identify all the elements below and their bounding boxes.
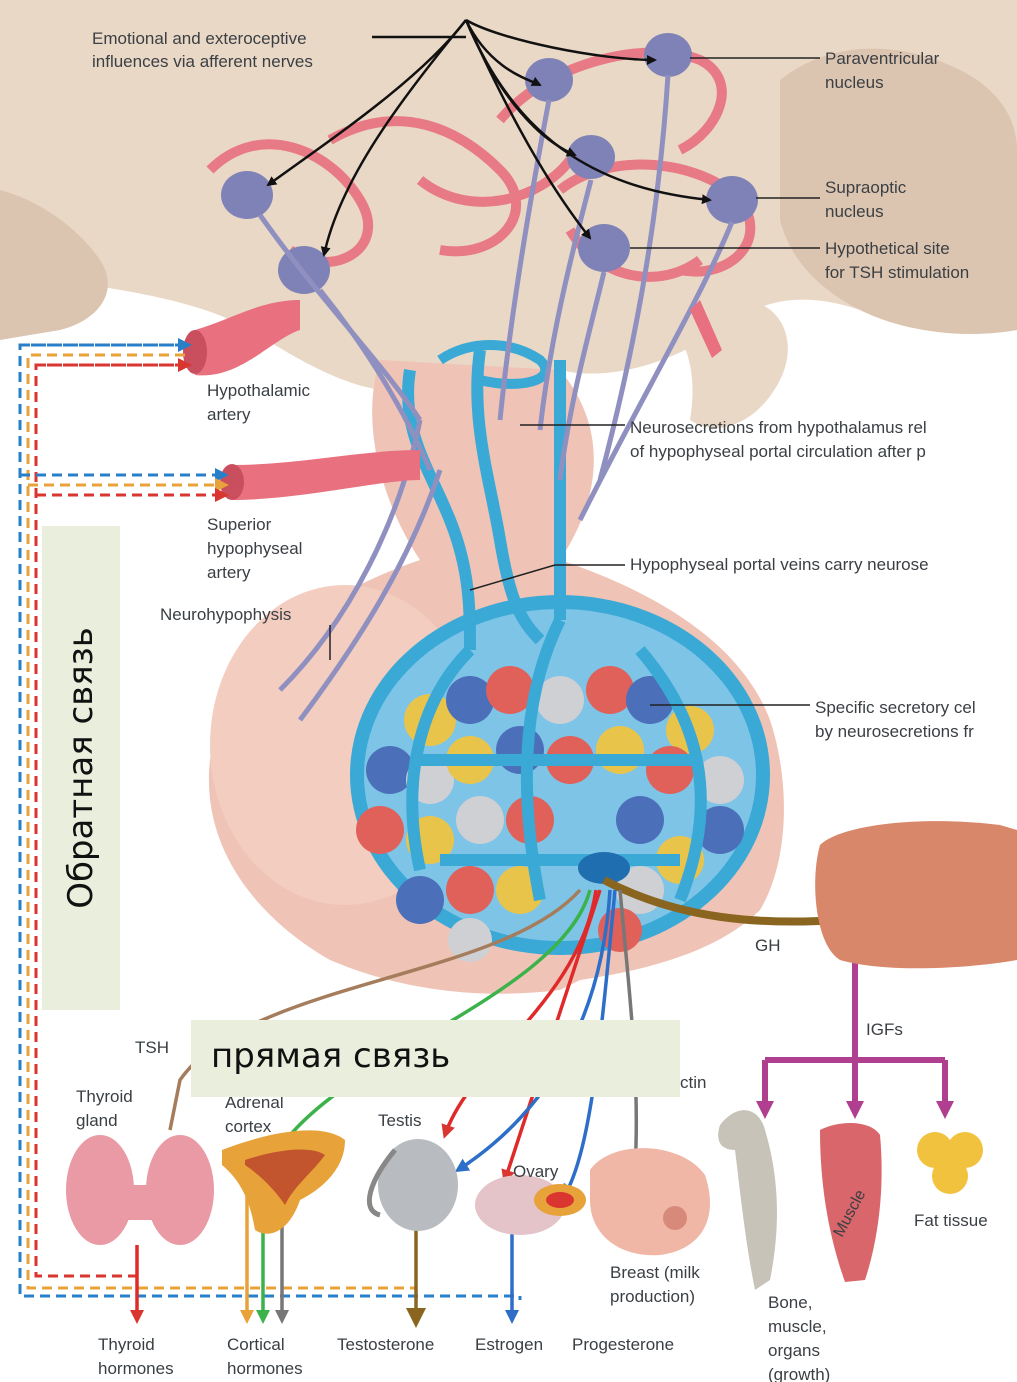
label-hypothalamic-artery-2: artery (207, 405, 251, 424)
direct-link-label: прямая связь (211, 1036, 450, 1076)
testis (369, 1139, 458, 1231)
bone (718, 1110, 777, 1290)
label-prolactin: ctin (680, 1073, 706, 1092)
label-testosterone: Testosterone (337, 1335, 434, 1354)
label-tsh-site-1: Hypothetical site (825, 239, 950, 258)
label-bone-3: organs (768, 1341, 820, 1360)
label-bone-1: Bone, (768, 1293, 812, 1312)
label-thyroid-hormones-1: Thyroid (98, 1335, 155, 1354)
label-neurohypophysis: Neurohypophysis (160, 605, 291, 624)
label-secretory-cells-1: Specific secretory cel (815, 698, 976, 717)
breast (590, 1148, 710, 1255)
label-secretory-cells-2: by neurosecretions fr (815, 722, 974, 741)
label-hypothalamic-artery-1: Hypothalamic (207, 381, 310, 400)
label-emotional-1: Emotional and exteroceptive (92, 29, 307, 48)
liver (815, 821, 1017, 968)
fat-tissue (917, 1132, 983, 1194)
label-cortical-hormones-1: Cortical (227, 1335, 285, 1354)
label-supraoptic-1: Supraoptic (825, 178, 907, 197)
label-gh: GH (755, 936, 781, 955)
label-superior-artery-3: artery (207, 563, 251, 582)
adrenal-cortex (222, 1130, 345, 1233)
feedback-label: Обратная связь (61, 627, 101, 909)
label-supraoptic-2: nucleus (825, 202, 884, 221)
label-thyroid-hormones-2: hormones (98, 1359, 174, 1378)
label-thyroid-gland-2: gland (76, 1111, 118, 1130)
label-testis: Testis (378, 1111, 421, 1130)
label-cortical-hormones-2: hormones (227, 1359, 303, 1378)
label-neurosecretions-2: of hypophyseal portal circulation after … (630, 442, 926, 461)
label-paraventricular-1: Paraventricular (825, 49, 940, 68)
label-breast-2: production) (610, 1287, 695, 1306)
thyroid-gland (66, 1135, 214, 1245)
label-superior-artery-1: Superior (207, 515, 272, 534)
label-neurosecretions-1: Neurosecretions from hypothalamus rel (630, 418, 927, 437)
label-paraventricular-2: nucleus (825, 73, 884, 92)
label-igfs: IGFs (866, 1020, 903, 1039)
direct-link-overlay: прямая связь (191, 1020, 680, 1097)
label-adrenal-cortex-2: cortex (225, 1117, 272, 1136)
label-breast-1: Breast (milk (610, 1263, 700, 1282)
label-thyroid-gland-1: Thyroid (76, 1087, 133, 1106)
feedback-overlay: Обратная связь (42, 526, 120, 1010)
label-fat-tissue: Fat tissue (914, 1211, 988, 1230)
label-estrogen: Estrogen (475, 1335, 543, 1354)
label-progesterone: Progesterone (572, 1335, 674, 1354)
label-tsh-site-2: for TSH stimulation (825, 263, 969, 282)
label-emotional-2: influences via afferent nerves (92, 52, 313, 71)
label-ovary: Ovary (513, 1162, 559, 1181)
label-portal-veins: Hypophyseal portal veins carry neurose (630, 555, 929, 574)
label-tsh: TSH (135, 1038, 169, 1057)
label-bone-4: (growth) (768, 1365, 830, 1382)
label-superior-artery-2: hypophyseal (207, 539, 302, 558)
label-bone-2: muscle, (768, 1317, 827, 1336)
